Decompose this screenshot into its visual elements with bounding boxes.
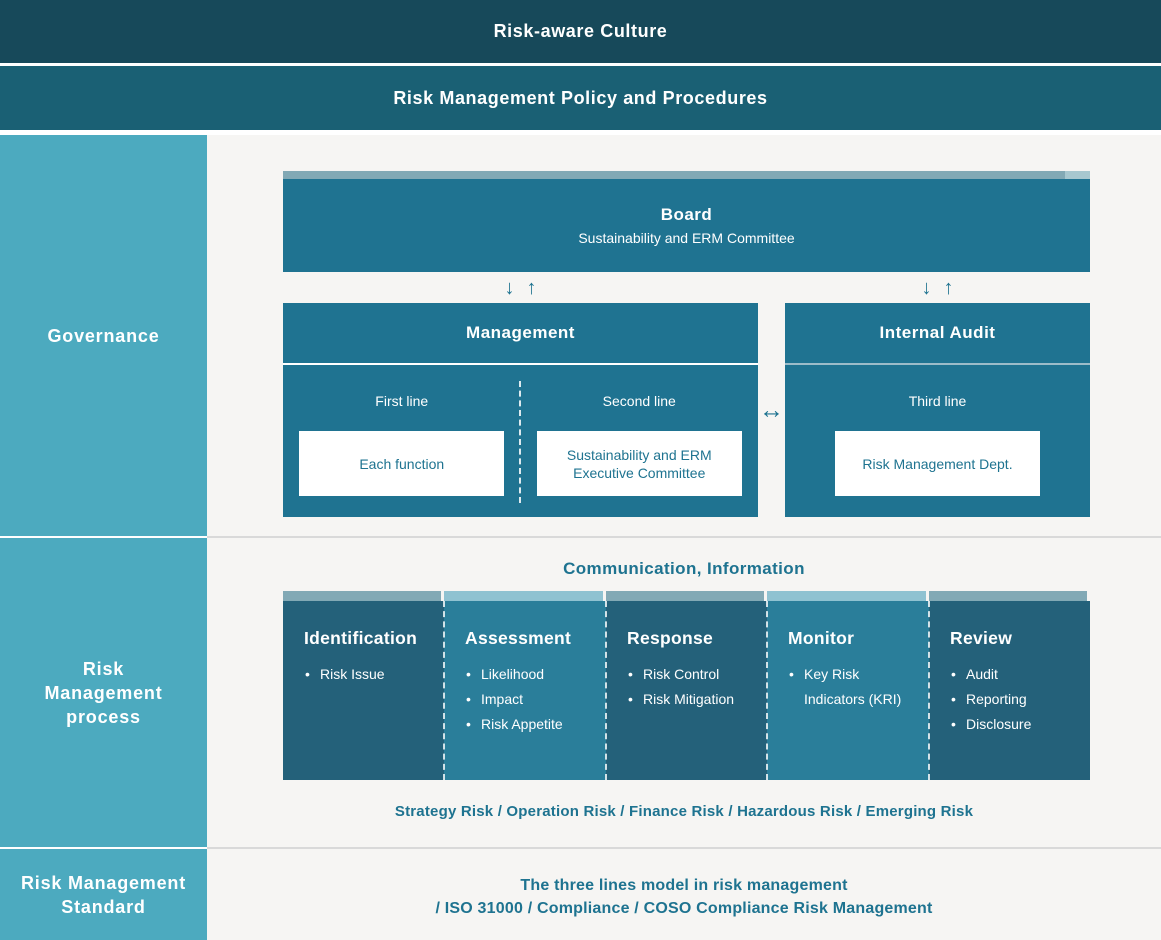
board-subtitle: Sustainability and ERM Committee (578, 230, 795, 246)
communication-information-heading: Communication, Information (563, 559, 805, 578)
arrow-down-icon: ↓ (504, 276, 515, 299)
sidebar-divider-1 (0, 536, 207, 538)
process-item: Risk Mitigation (628, 687, 757, 712)
column-top-strip (283, 591, 441, 601)
process-item: Key Risk Indicators (KRI) (789, 662, 919, 712)
sidebar-section-risk-management-standard: Risk Management Standard (0, 849, 207, 940)
process-column-title: Identification (304, 628, 418, 648)
first-line-label: First line (375, 393, 429, 409)
board-top-strip (283, 171, 1090, 179)
policy-procedures-label: Risk Management Policy and Procedures (393, 87, 768, 108)
process-column-title: Review (950, 628, 1013, 648)
column-divider (443, 601, 445, 780)
process-column-review: Review AuditReportingDisclosure (929, 591, 1090, 780)
internal-audit-box: Internal Audit Third line Risk Managemen… (785, 303, 1090, 517)
management-box: Management First line Each function Seco… (283, 303, 758, 517)
risk-aware-culture-label: Risk-aware Culture (493, 21, 668, 41)
sidebar-section-risk-management-process: Risk Management process (0, 538, 207, 847)
board-internal-audit-arrows: ↓ ↑ (785, 274, 1090, 302)
column-divider (928, 601, 930, 780)
process-item: Reporting (951, 687, 1080, 712)
sustainability-erm-executive-committee-box: Sustainability and ERM Executive Committ… (536, 431, 742, 496)
process-column-monitor: Monitor Key Risk Indicators (KRI) (767, 591, 929, 780)
process-item: Likelihood (466, 662, 596, 687)
process-column-items: Key Risk Indicators (KRI) (767, 662, 929, 712)
management-title: Management (283, 303, 758, 365)
sidebar-section-governance: Governance (0, 135, 207, 536)
process-column-title: Monitor (788, 628, 855, 648)
each-function-box: Each function (299, 431, 505, 496)
process-column-assessment: Assessment LikelihoodImpactRisk Appetite (444, 591, 606, 780)
risk-types-line: Strategy Risk / Operation Risk / Finance… (394, 803, 974, 820)
board-title: Board (660, 205, 713, 224)
process-columns: Identification Risk Issue Assessment Lik… (283, 591, 1090, 780)
internal-audit-title: Internal Audit (785, 303, 1090, 365)
second-line-section: Second line Sustainability and ERM Execu… (521, 365, 759, 515)
process-column-items: AuditReportingDisclosure (929, 662, 1090, 737)
first-line-section: First line Each function (283, 365, 521, 515)
arrow-down-icon: ↓ (921, 276, 932, 299)
board-box: Board Sustainability and ERM Committee (283, 179, 1090, 272)
risk-aware-culture-band: Risk-aware Culture (0, 0, 1161, 63)
arrow-up-icon: ↑ (526, 276, 537, 299)
sidebar-divider-2 (0, 847, 207, 849)
risk-management-process-label: Risk Management process (44, 658, 163, 727)
process-column-items: Risk Issue (283, 662, 444, 687)
column-divider (605, 601, 607, 780)
column-top-strip (606, 591, 764, 601)
column-divider (766, 601, 768, 780)
process-item: Impact (466, 687, 596, 712)
risk-management-standard-text: The three lines model in risk management… (207, 874, 1161, 920)
standard-line-1: The three lines model in risk management (520, 877, 848, 894)
process-column-items: LikelihoodImpactRisk Appetite (444, 662, 606, 737)
process-item: Risk Appetite (466, 712, 596, 737)
risk-management-dept-box: Risk Management Dept. (835, 431, 1040, 496)
first-second-line-divider (519, 381, 521, 503)
process-column-title: Response (627, 628, 714, 648)
process-item: Risk Control (628, 662, 757, 687)
column-top-strip (767, 591, 926, 601)
governance-label: Governance (47, 325, 160, 346)
standard-line-2: / ISO 31000 / Compliance / COSO Complian… (435, 900, 933, 917)
board-management-arrows: ↓ ↑ (283, 274, 758, 302)
process-column-items: Risk ControlRisk Mitigation (606, 662, 767, 712)
main-divider-1 (207, 536, 1161, 538)
management-body: First line Each function Second line Sus… (283, 365, 758, 515)
process-column-response: Response Risk ControlRisk Mitigation (606, 591, 767, 780)
process-column-identification: Identification Risk Issue (283, 591, 444, 780)
third-line-label: Third line (908, 393, 967, 409)
process-item: Risk Issue (305, 662, 434, 687)
column-top-strip (929, 591, 1087, 601)
column-top-strip (444, 591, 603, 601)
process-item: Audit (951, 662, 1080, 687)
third-line-section: Third line Risk Management Dept. (785, 365, 1090, 515)
second-line-label: Second line (602, 393, 676, 409)
arrow-up-icon: ↑ (943, 276, 954, 299)
left-right-arrow-icon: ↔ (759, 395, 784, 424)
risk-management-standard-label: Risk Management Standard (20, 872, 187, 917)
process-item: Disclosure (951, 712, 1080, 737)
internal-audit-body: Third line Risk Management Dept. (785, 365, 1090, 515)
main-divider-2 (207, 847, 1161, 849)
process-column-title: Assessment (465, 628, 572, 648)
policy-procedures-band: Risk Management Policy and Procedures (0, 66, 1161, 130)
